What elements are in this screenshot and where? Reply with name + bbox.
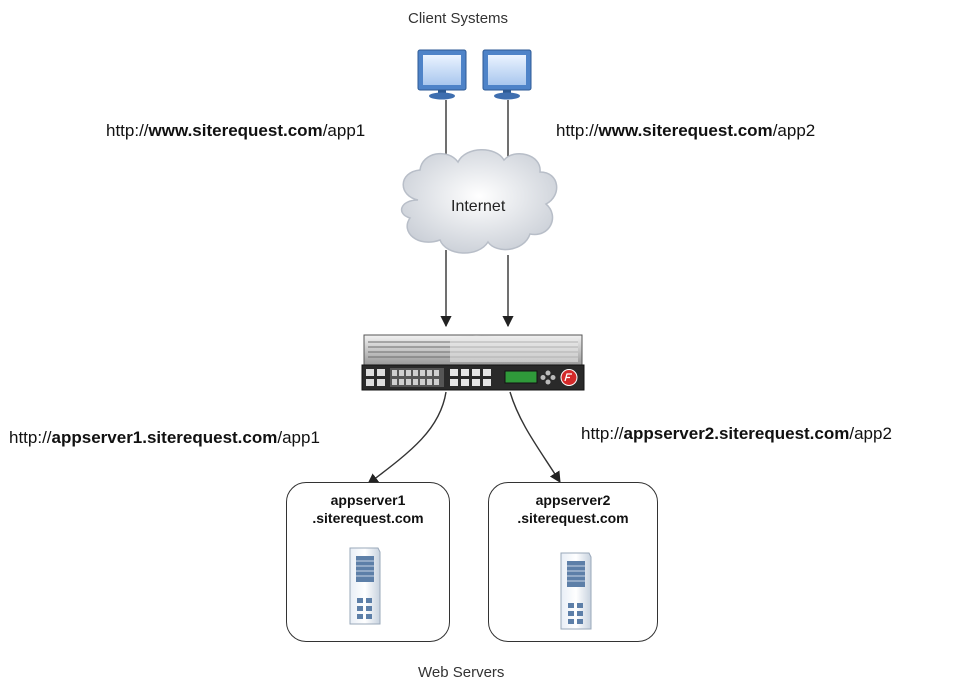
client-monitor-icon	[482, 49, 532, 100]
internet-label: Internet	[451, 198, 506, 215]
client-url-1: http://www.siterequest.com/app1	[106, 121, 366, 140]
server-2-name: appserver2 .siterequest.com	[517, 492, 629, 526]
web-servers-caption: Web Servers	[418, 664, 505, 681]
client-url-2: http://www.siterequest.com/app2	[556, 121, 816, 140]
server-url-1: http://appserver1.siterequest.com/app1	[9, 428, 320, 447]
server-tower-icon	[560, 552, 592, 630]
arrow-line	[509, 391, 561, 483]
server-tower-icon	[349, 547, 381, 625]
arrow-line	[367, 391, 447, 485]
client-monitor-icon	[417, 49, 467, 100]
server-1-name: appserver1 .siterequest.com	[312, 492, 424, 526]
clients-caption: Client Systems	[408, 10, 509, 27]
load-balancer-device-icon	[361, 334, 585, 391]
server-url-2: http://appserver2.siterequest.com/app2	[581, 424, 892, 443]
internet-cloud-icon	[400, 149, 558, 254]
